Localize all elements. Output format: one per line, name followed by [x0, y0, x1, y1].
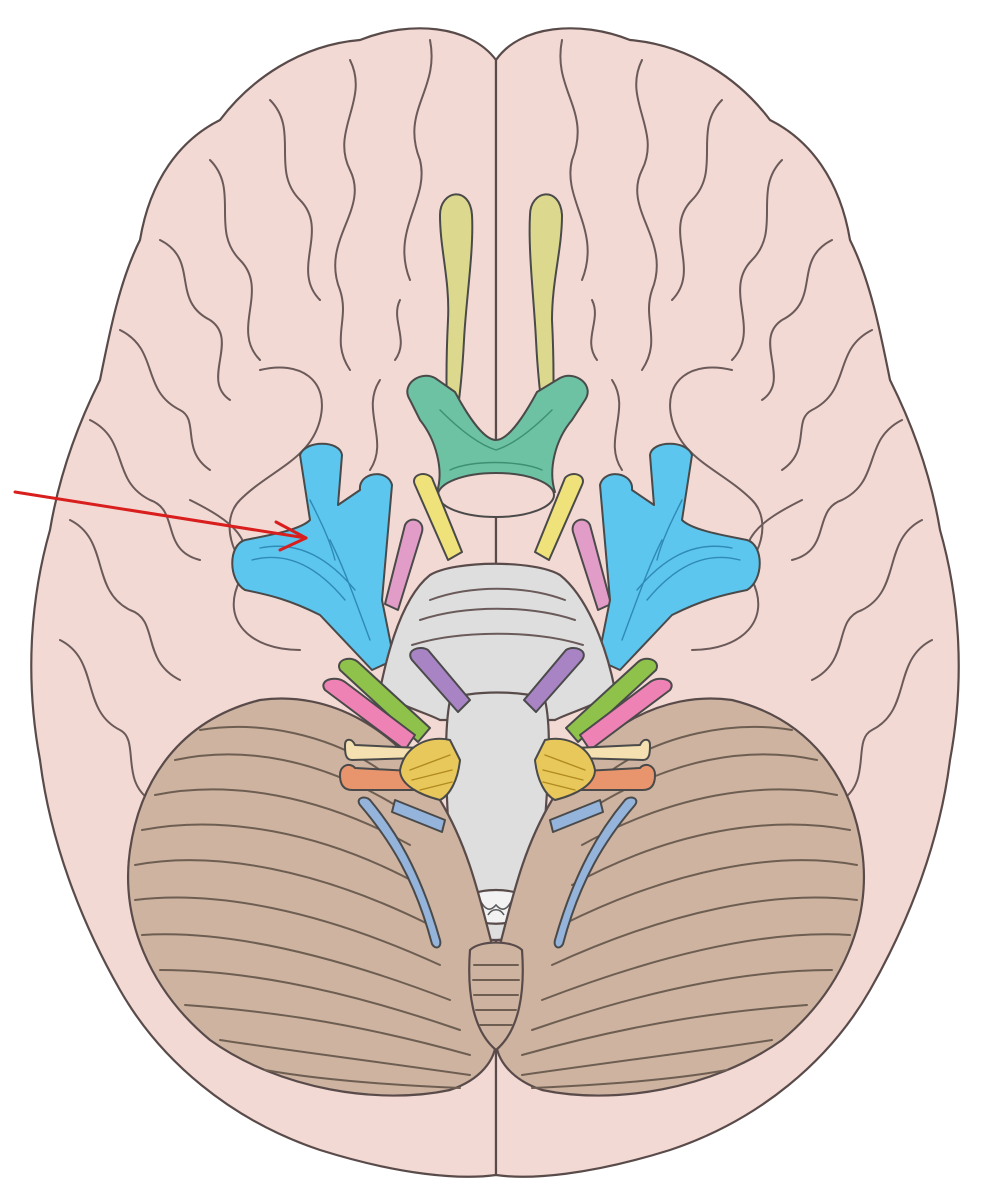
- vermis-folia: [472, 964, 520, 1026]
- accessory-hypoglossal-nerves: [357, 796, 638, 949]
- vestibulocochlear-nerve-left: [322, 677, 416, 751]
- nerve-bundle-left: [399, 737, 461, 801]
- hypoglossal-nerve-right: [549, 799, 604, 833]
- abducens-nerve-left: [409, 647, 471, 713]
- pointer-arrow-head: [274, 520, 308, 552]
- vestibulocochlear-nerves: [322, 677, 673, 751]
- trochlear-nerve-left: [384, 518, 424, 611]
- right-gyri: [559, 39, 933, 801]
- pointer-arrow: [13, 490, 308, 552]
- accessory-nerve-right: [553, 796, 638, 949]
- optic-chiasm: [406, 374, 589, 518]
- facial-nerve-left: [338, 657, 431, 743]
- nerve-root-bundles: [399, 737, 596, 801]
- facial-nerves: [338, 657, 658, 743]
- accessory-nerve-left: [357, 796, 442, 949]
- cerebellar-folia-left: [134, 725, 471, 1089]
- hypoglossal-nerve-left: [391, 799, 446, 833]
- vestibulocochlear-nerve-right: [579, 677, 673, 751]
- trochlear-nerve-right: [571, 518, 612, 611]
- abducens-nerves: [409, 647, 585, 713]
- oculomotor-nerves: [413, 473, 584, 561]
- trigeminal-nerve-left: [231, 442, 395, 671]
- vermis: [468, 941, 524, 1052]
- oculomotor-nerve-right: [534, 473, 584, 561]
- abducens-nerve-right: [523, 647, 585, 713]
- trochlear-nerves: [384, 518, 612, 611]
- facial-nerve-right: [565, 657, 658, 743]
- cerebellum-right-lobe: [494, 697, 865, 1097]
- olfactory-bulb-left: [439, 193, 474, 421]
- left-gyri: [59, 39, 433, 801]
- oculomotor-nerve-left: [413, 473, 463, 561]
- trigeminal-nerves: [231, 442, 761, 671]
- nerve-bundle-right: [534, 737, 596, 801]
- pointer-arrow-shaft: [13, 490, 308, 540]
- trigeminal-nerve-right: [597, 442, 761, 671]
- cerebellum: [127, 697, 865, 1097]
